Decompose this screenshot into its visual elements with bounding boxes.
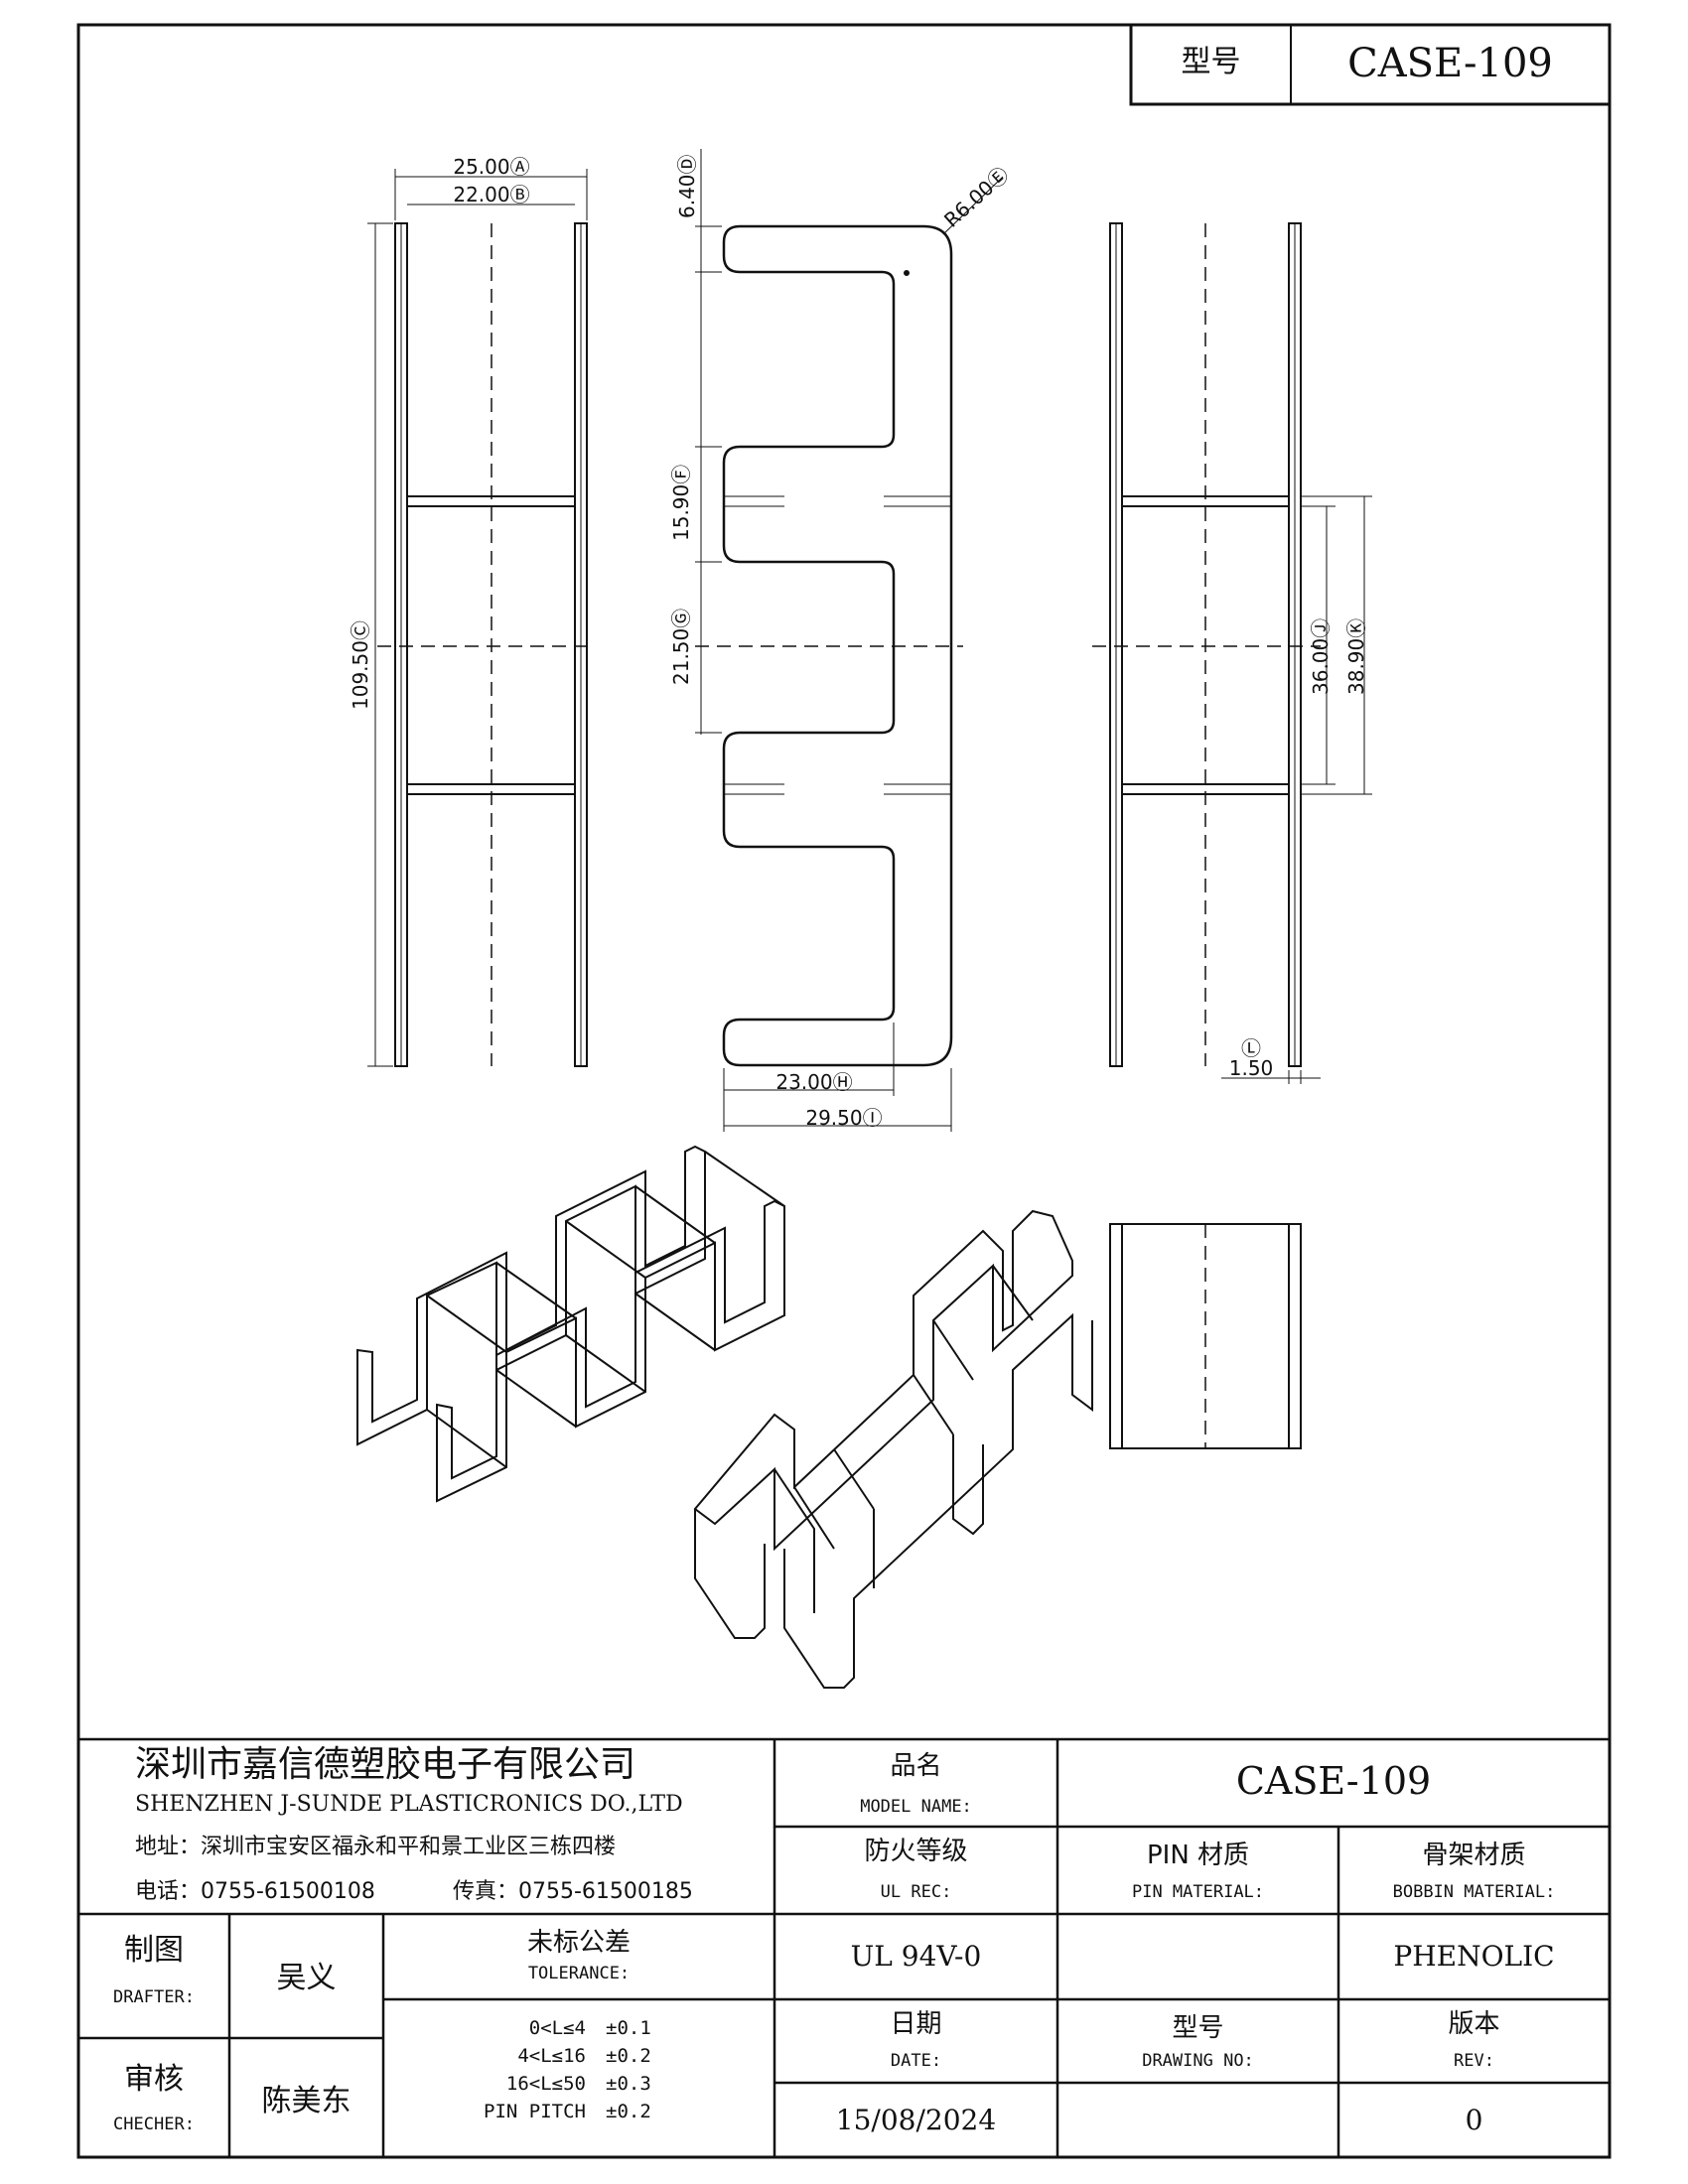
isometric-view-left: [356, 1145, 785, 1503]
dim-a-label: 25.00Ⓐ: [453, 155, 530, 179]
sheet-border: [76, 23, 1612, 2159]
header-model-label: 型号: [1181, 45, 1241, 79]
dim-l-mark: Ⓛ: [1241, 1036, 1261, 1060]
date-value: 15/08/2024: [835, 2104, 997, 2136]
bottom-view: [1109, 1223, 1302, 1449]
rev-label-cn: 版本: [1448, 2009, 1500, 2039]
dim-g-label: 21.50Ⓖ: [669, 608, 693, 685]
dim-i-label: 29.50Ⓘ: [805, 1106, 883, 1130]
tolerance-row: 0<L≤4 ±0.1: [427, 2019, 725, 2047]
left-side-view: [367, 169, 596, 1067]
tolerance-value: ±0.2: [606, 2101, 651, 2122]
tolerance-row: 16<L≤50 ±0.3: [427, 2075, 725, 2103]
dim-k-label: 38.90Ⓚ: [1344, 617, 1368, 695]
dim-j-label: 36.00Ⓙ: [1309, 617, 1333, 695]
dim-c-label: 109.50Ⓒ: [349, 620, 372, 710]
drafter-label-en: DRAFTER:: [113, 1987, 195, 2007]
checker-name: 陈美东: [261, 2084, 352, 2118]
ul-label-en: UL REC:: [880, 1882, 952, 1902]
tolerance-range: 4<L≤16: [517, 2045, 586, 2067]
tolerance-value: ±0.2: [606, 2045, 651, 2067]
tolerance-value: ±0.1: [606, 2017, 651, 2039]
company-fax: 传真：0755-61500185: [453, 1879, 693, 1904]
tolerance-range: 16<L≤50: [505, 2073, 586, 2095]
company-address: 地址：深圳市宝安区福永和平和景工业区三栋四楼: [135, 1835, 617, 1859]
header-model-value: CASE-109: [1347, 41, 1553, 86]
dim-l-value: 1.50: [1228, 1056, 1274, 1080]
rev-label-en: REV:: [1454, 2051, 1494, 2071]
pin-material-label-en: PIN MATERIAL:: [1131, 1882, 1265, 1902]
drafter-name: 吴义: [276, 1961, 337, 1995]
drawing-no-label-cn: 型号: [1172, 2013, 1224, 2043]
header-model-box: [1129, 23, 1612, 106]
checker-label-cn: 审核: [124, 2062, 184, 2097]
dim-b-label: 22.00Ⓑ: [453, 183, 530, 206]
tolerance-value: ±0.3: [606, 2073, 651, 2095]
tolerance-label-cn: 未标公差: [526, 1928, 631, 1958]
tolerance-range: 0<L≤4: [528, 2017, 586, 2039]
company-name-en: SHENZHEN J-SUNDE PLASTICRONICS DO.,LTD: [135, 1792, 683, 1817]
date-label-en: DATE:: [890, 2051, 942, 2071]
company-name-cn: 深圳市嘉信德塑胶电子有限公司: [135, 1744, 636, 1785]
isometric-view-right: [693, 1209, 1093, 1689]
model-name-value: CASE-109: [1235, 1759, 1432, 1803]
drafter-label-cn: 制图: [124, 1933, 184, 1968]
checker-label-en: CHECHER:: [113, 2115, 195, 2134]
tolerance-row: 4<L≤16 ±0.2: [427, 2047, 725, 2075]
date-label-cn: 日期: [890, 2009, 942, 2039]
model-name-label-cn: 品名: [890, 1751, 942, 1781]
title-block-grid: [78, 1737, 1610, 2157]
tolerance-table: 0<L≤4 ±0.1 4<L≤16 ±0.2 16<L≤50 ±0.3 PIN …: [427, 2019, 725, 2130]
middle-profile-view: [695, 149, 1004, 1132]
drawing-no-label-en: DRAWING NO:: [1142, 2051, 1254, 2071]
rev-value: 0: [1465, 2104, 1483, 2136]
tolerance-range: PIN PITCH: [484, 2101, 586, 2122]
tolerance-row: PIN PITCH ±0.2: [427, 2103, 725, 2130]
dim-d-label: 6.40Ⓓ: [675, 154, 699, 218]
dim-f-label: 15.90Ⓕ: [669, 464, 693, 541]
model-name-label-en: MODEL NAME:: [860, 1797, 972, 1817]
company-phone: 电话：0755-61500108: [135, 1879, 375, 1904]
ul-label-cn: 防火等级: [864, 1837, 968, 1866]
bobbin-material-label-cn: 骨架材质: [1422, 1841, 1526, 1870]
bobbin-material-value: PHENOLIC: [1393, 1940, 1555, 1973]
pin-material-label-cn: PIN 材质: [1146, 1841, 1250, 1870]
right-front-view: [1092, 222, 1372, 1084]
tolerance-label-en: TOLERANCE:: [527, 1964, 631, 1983]
ul-value: UL 94V-0: [850, 1940, 982, 1973]
bobbin-material-label-en: BOBBIN MATERIAL:: [1392, 1882, 1556, 1902]
dim-h-label: 23.00Ⓗ: [775, 1070, 853, 1094]
